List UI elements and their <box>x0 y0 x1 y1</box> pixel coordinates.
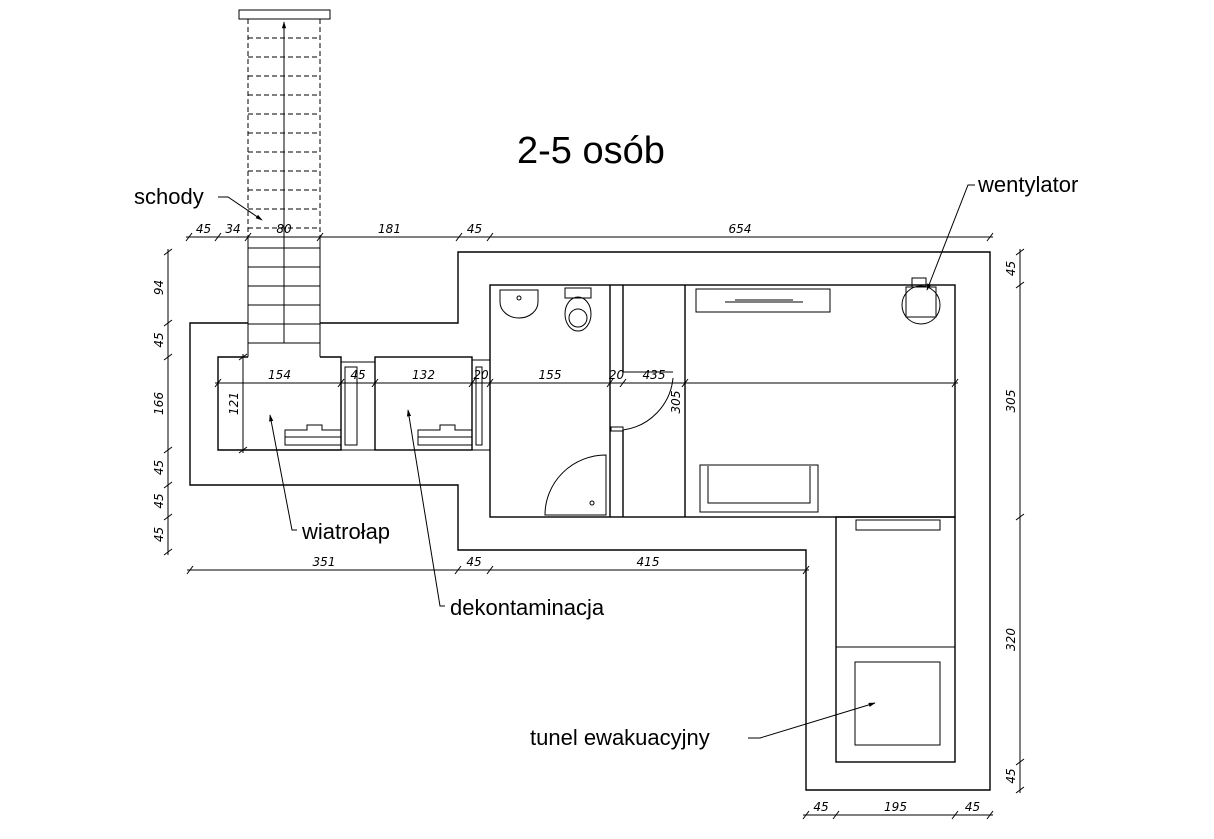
outer-walls <box>189 251 991 791</box>
dim-right-label: 320 <box>1004 628 1018 651</box>
dim-top-label: 45 <box>467 222 482 236</box>
dim-bottom-label: 415 <box>637 555 660 569</box>
label-tunnel: tunel ewakuacyjny <box>530 725 710 750</box>
dim-left-label: 94 <box>152 280 166 295</box>
shower-icon <box>544 454 607 516</box>
evacuation-tunnel <box>835 516 956 763</box>
label-vestibule: wiatrołap <box>301 519 390 544</box>
dim-inner-label: 155 <box>539 368 562 382</box>
dim-right-label: 45 <box>1004 768 1018 783</box>
sink-icon <box>499 289 539 319</box>
dim-top-label: 80 <box>276 222 292 236</box>
dim-inner-label: 154 <box>268 368 291 382</box>
plan-title: 2-5 osób <box>517 130 665 172</box>
fan-icon <box>901 277 941 325</box>
dim-inner-label: 20 <box>473 368 489 382</box>
dim-inner-label: 20 <box>609 368 625 382</box>
main-room <box>489 277 956 518</box>
bunk-bottom <box>699 464 819 513</box>
leaders <box>218 184 975 739</box>
dimensions: 45 34 80 181 45 654 154 45 132 20 155 20 435 351 45 415… <box>152 222 1025 820</box>
dim-tunnel-label: 195 <box>884 800 907 814</box>
dim-tunnel-label: 45 <box>813 800 828 814</box>
dim-bottom-label: 351 <box>313 555 336 569</box>
label-decontamination: dekontaminacja <box>450 595 605 620</box>
dim-top-label: 654 <box>729 222 752 236</box>
toilet-icon <box>564 287 592 299</box>
dim-left-label: 45 <box>152 527 166 542</box>
label-stairs: schody <box>134 184 204 209</box>
dim-left-label: 45 <box>152 332 166 347</box>
dim-room-height-label: 305 <box>669 391 683 414</box>
decontamination-room <box>374 356 491 451</box>
dim-tunnel-label: 45 <box>965 800 980 814</box>
dim-top-label: 181 <box>378 222 401 236</box>
dim-inner-label: 435 <box>643 368 666 382</box>
dim-left-label: 45 <box>152 460 166 475</box>
dim-right-label: 305 <box>1004 390 1018 413</box>
label-fan: wentylator <box>977 172 1078 197</box>
dim-inner-label: 45 <box>350 368 365 382</box>
bunk-top <box>695 288 831 313</box>
dim-left-label: 166 <box>152 392 166 415</box>
dim-top-label: 34 <box>225 222 240 236</box>
dim-bottom-label: 45 <box>466 555 481 569</box>
dim-vestibule-label: 121 <box>227 392 241 415</box>
dim-inner-label: 132 <box>412 368 435 382</box>
dim-left-label: 45 <box>152 493 166 508</box>
stairs <box>238 9 331 357</box>
dim-right-label: 45 <box>1004 261 1018 276</box>
dim-top-label: 45 <box>196 222 211 236</box>
